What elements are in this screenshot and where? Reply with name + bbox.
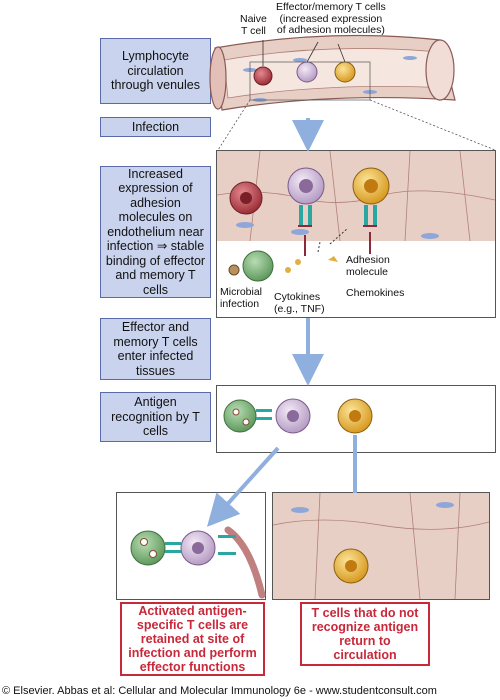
outcome-return: T cells that do not recognize antigen re… — [300, 602, 430, 666]
step-infection-box: Infection — [100, 117, 211, 137]
copyright-footer: © Elsevier. Abbas et al: Cellular and Mo… — [2, 685, 437, 697]
microbe-retained — [130, 530, 166, 566]
step-circulation-box: Lymphocyte circulation through venules — [100, 38, 211, 104]
microbe-recognition — [223, 399, 257, 433]
step-enter-box: Effector and memory T cells enter infect… — [100, 318, 211, 380]
step-recognition-box: Antigen recognition by T cells — [100, 392, 211, 442]
venule — [209, 34, 456, 111]
microbe-adhesion — [242, 250, 274, 282]
label-chemokines: Chemokines — [346, 287, 405, 299]
naive-t-cell-venule — [253, 66, 273, 86]
label-cytokines: Cytokines(e.g., TNF) — [274, 291, 325, 315]
memory-t-cell-venule — [334, 61, 356, 83]
arrow-to-retained — [206, 446, 280, 527]
step-adhesion-box: Increased expression of adhesion molecul… — [100, 166, 211, 298]
label-effector-memory: Effector/memory T cells (increased expre… — [276, 1, 386, 36]
outcome-retained: Activated antigen-specific T cells are r… — [120, 602, 265, 676]
effector-t-cell-venule — [296, 61, 318, 83]
